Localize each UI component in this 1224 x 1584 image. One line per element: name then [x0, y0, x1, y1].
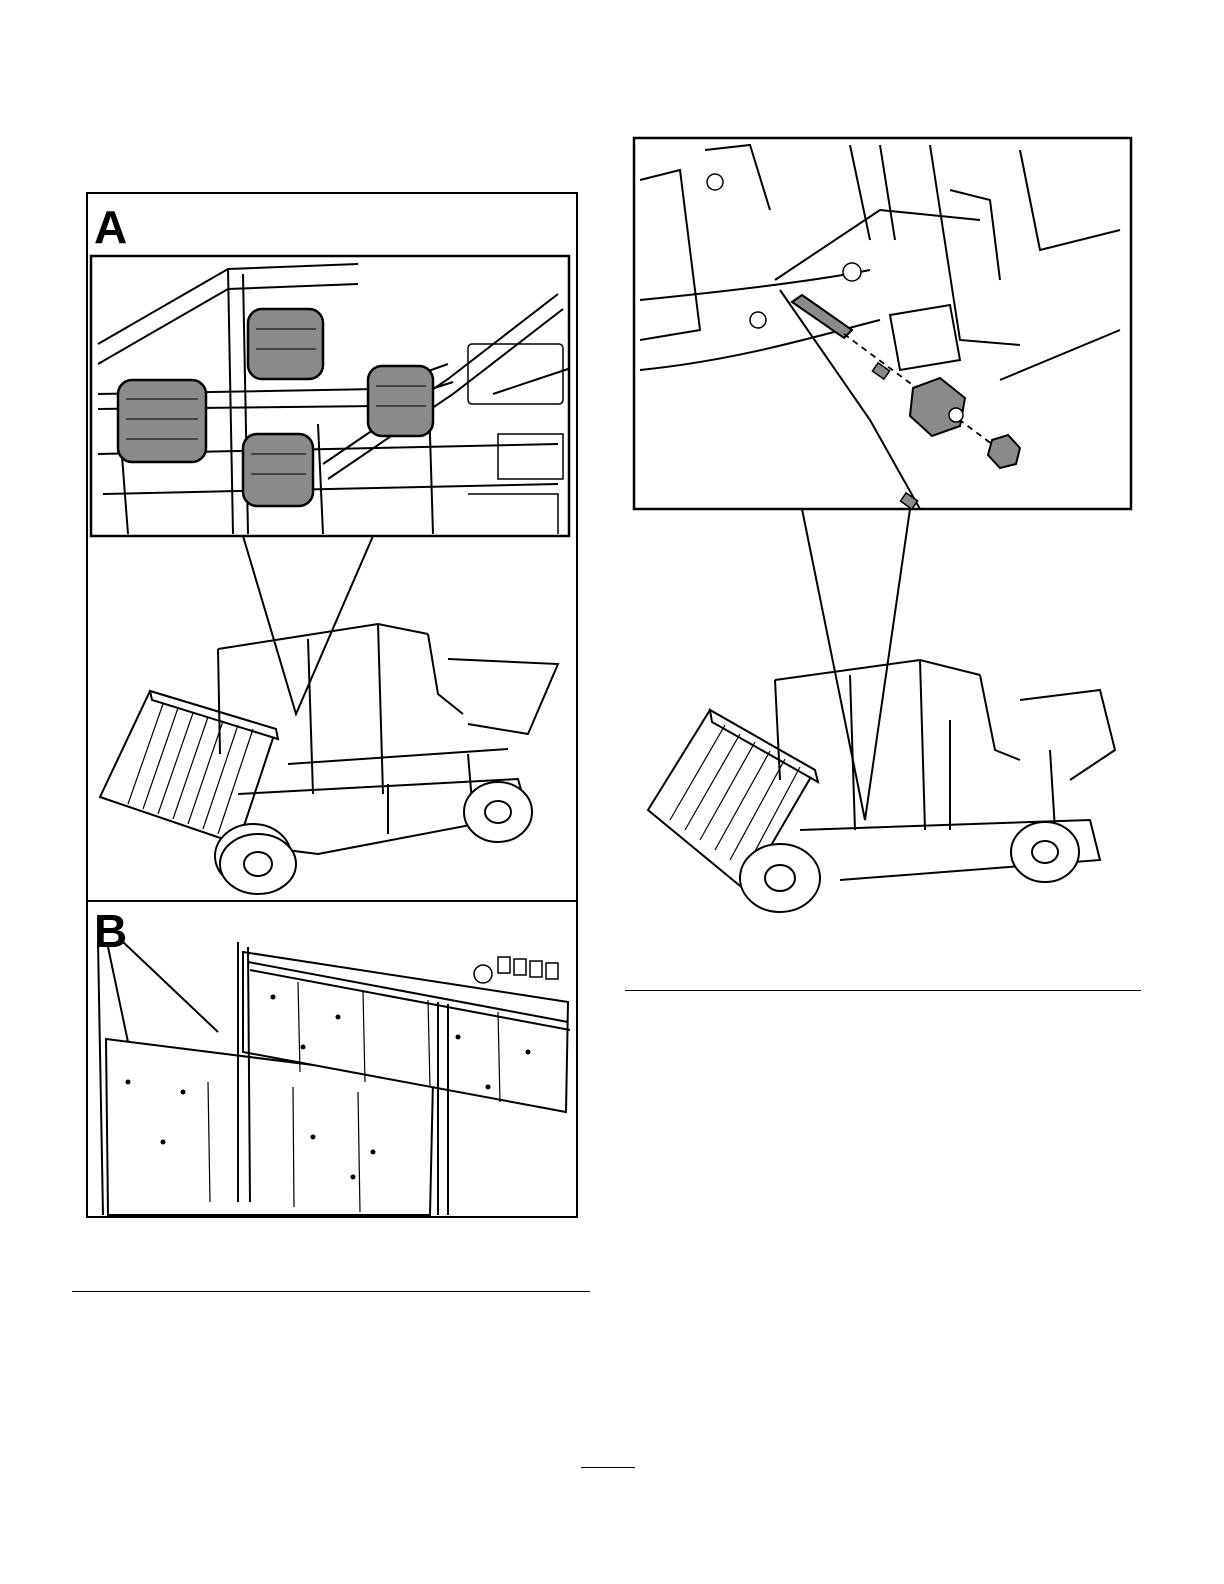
panel-a-illustration — [88, 194, 576, 900]
right-figure-illustration — [620, 130, 1150, 930]
left-figure-rule — [72, 1291, 590, 1292]
panel-b-illustration — [88, 902, 576, 1216]
page-number-underline — [581, 1467, 635, 1468]
right-figure-rule — [625, 990, 1141, 991]
